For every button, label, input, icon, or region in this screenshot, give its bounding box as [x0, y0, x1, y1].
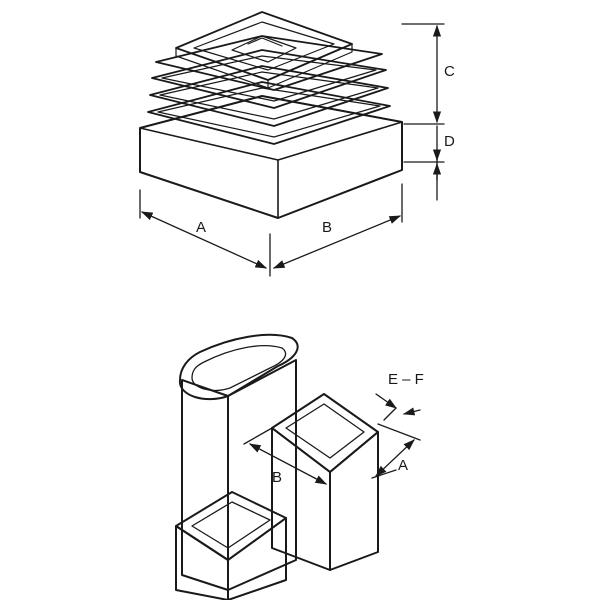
label-a-bottom: A [398, 457, 408, 474]
plug-ribs [147, 35, 391, 145]
label-b-top: B [322, 219, 332, 236]
plug-top-cap [175, 11, 353, 89]
dimension-c: C [401, 23, 455, 125]
dimension-b-bottom: B [243, 427, 328, 486]
square-tube [271, 393, 379, 571]
plug-cap-illustration: A B C D [139, 11, 455, 277]
label-b-bottom: B [272, 469, 282, 486]
label-e-f: E – F [388, 371, 424, 388]
dimension-d: D [403, 125, 455, 201]
dimension-a-bottom: A [371, 423, 421, 479]
tubes-illustration: E – F A B [175, 333, 424, 600]
label-d: D [444, 133, 455, 150]
dimension-b-top: B [272, 183, 403, 269]
rectangular-tube [175, 491, 287, 600]
dimension-e-f: E – F [375, 371, 424, 421]
dimension-a-top: A [139, 189, 271, 277]
label-c: C [444, 63, 455, 80]
label-a-top: A [196, 219, 206, 236]
plug-base-top-edge [139, 95, 403, 161]
